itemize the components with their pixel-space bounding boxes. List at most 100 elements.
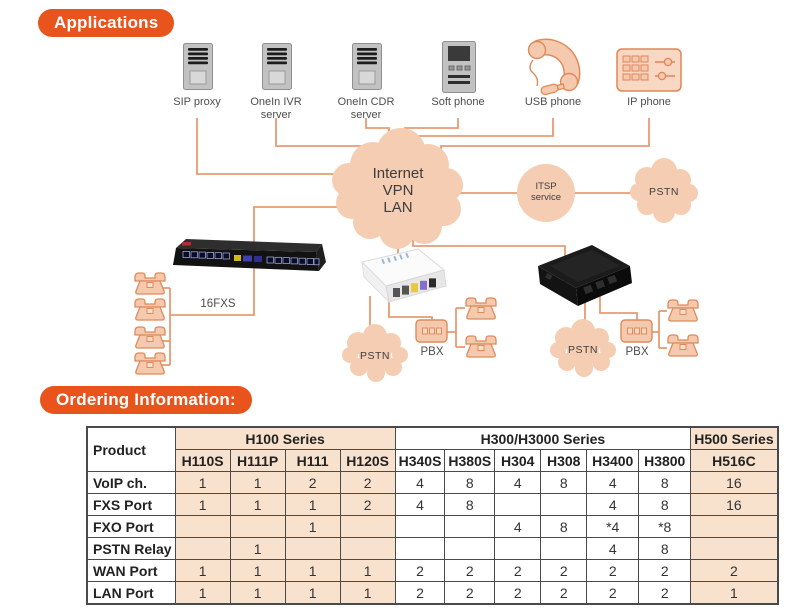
value-cell: 8 <box>540 471 588 494</box>
phone-glyph <box>134 298 166 321</box>
device-label-usb-phone: USB phone <box>524 96 582 108</box>
softphone-icon <box>442 41 476 93</box>
product-header: Product <box>86 426 176 472</box>
cloud-label-itsp: ITSP service <box>530 181 562 203</box>
server-icon <box>262 43 292 90</box>
phone-glyph <box>667 334 699 357</box>
model-header: H304 <box>494 449 542 472</box>
value-cell <box>339 515 396 538</box>
pbx-mid-label: PBX <box>420 346 444 358</box>
value-cell: 1 <box>339 559 396 582</box>
value-cell <box>174 537 231 560</box>
value-cell: 4 <box>394 471 446 494</box>
value-cell: 2 <box>339 471 396 494</box>
model-header: H308 <box>540 449 588 472</box>
value-cell <box>494 493 542 516</box>
pbx-glyph <box>620 319 653 343</box>
phone-glyph <box>134 352 166 375</box>
pbx-icon <box>415 319 449 350</box>
value-cell: 2 <box>284 471 341 494</box>
value-cell: 1 <box>229 471 286 494</box>
value-cell: 2 <box>444 581 496 605</box>
cloud-label-pstn-mid: PSTN <box>359 350 390 362</box>
value-cell: 1 <box>284 559 341 582</box>
value-cell <box>174 515 231 538</box>
device-label-onein-cdr: OneIn CDR server <box>337 96 395 122</box>
value-cell: 4 <box>586 493 640 516</box>
phone-icon <box>464 334 498 365</box>
value-cell: 2 <box>339 493 396 516</box>
value-cell: 16 <box>690 493 779 516</box>
value-cell: 1 <box>339 581 396 605</box>
value-cell: 2 <box>444 559 496 582</box>
value-cell: *8 <box>638 515 692 538</box>
value-cell: 1 <box>229 581 286 605</box>
pbx-icon <box>620 319 654 350</box>
model-header: H111P <box>229 449 286 472</box>
cloud-label-pstn-top: PSTN <box>648 186 679 198</box>
value-cell <box>284 537 341 560</box>
series-header: H100 Series <box>174 426 396 450</box>
value-cell: 8 <box>444 471 496 494</box>
row-label: FXS Port <box>86 493 176 516</box>
phone-glyph <box>465 335 497 358</box>
phone-icon <box>133 351 167 382</box>
value-cell: 4 <box>586 537 640 560</box>
value-cell: 4 <box>494 515 542 538</box>
phone-icon <box>666 298 700 329</box>
model-header: H340S <box>394 449 446 472</box>
value-cell: 1 <box>284 515 341 538</box>
value-cell: 16 <box>690 471 779 494</box>
value-cell: 1 <box>229 537 286 560</box>
server-icon <box>352 43 382 90</box>
value-cell: 2 <box>540 581 588 605</box>
value-cell: 8 <box>444 493 496 516</box>
cloud-label-internet: Internet VPN LAN <box>372 165 424 216</box>
value-cell: 8 <box>638 471 692 494</box>
cloud-label-pstn-right: PSTN <box>567 344 598 356</box>
value-cell <box>494 537 542 560</box>
value-cell <box>690 515 779 538</box>
value-cell: 1 <box>284 493 341 516</box>
model-header: H380S <box>444 449 496 472</box>
value-cell: 4 <box>394 493 446 516</box>
cloud-pstn-right <box>550 319 616 377</box>
value-cell <box>339 537 396 560</box>
applications-heading: Applications <box>38 9 175 37</box>
value-cell <box>540 537 588 560</box>
model-header: H110S <box>174 449 231 472</box>
phone-icon <box>133 297 167 328</box>
rack-gateway-icon <box>173 239 326 271</box>
series-header: H500 Series <box>690 426 779 450</box>
value-cell: 2 <box>494 559 542 582</box>
phone-glyph <box>134 326 166 349</box>
cloud-itsp <box>517 164 575 222</box>
ordering-heading: Ordering Information: <box>40 386 252 414</box>
value-cell <box>540 493 588 516</box>
phone-icon <box>464 296 498 327</box>
row-label: PSTN Relay <box>86 537 176 560</box>
phone-icon <box>133 271 167 302</box>
value-cell <box>394 515 446 538</box>
cloud-internet <box>332 128 463 249</box>
desktop-gateway-black-icon <box>538 245 632 306</box>
device-label-ip-phone: IP phone <box>627 96 671 108</box>
device-label-soft-phone: Soft phone <box>431 96 485 108</box>
row-label: LAN Port <box>86 581 176 605</box>
value-cell: 2 <box>638 581 692 605</box>
value-cell: 1 <box>174 559 231 582</box>
pbx-glyph <box>415 319 448 343</box>
fxs16-label: 16FXS <box>200 298 236 310</box>
value-cell: *4 <box>586 515 640 538</box>
value-cell: 2 <box>638 559 692 582</box>
value-cell: 2 <box>690 559 779 582</box>
value-cell: 1 <box>284 581 341 605</box>
value-cell: 4 <box>494 471 542 494</box>
series-header: H300/H3000 Series <box>394 426 692 450</box>
row-label: VoIP ch. <box>86 471 176 494</box>
value-cell: 1 <box>174 493 231 516</box>
cloud-pstn-top <box>630 158 698 223</box>
model-header: H3800 <box>638 449 692 472</box>
